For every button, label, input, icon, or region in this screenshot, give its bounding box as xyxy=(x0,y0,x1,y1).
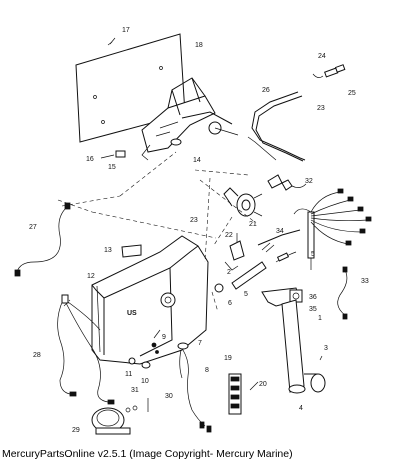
callout-18: 18 xyxy=(195,42,203,49)
callout-12: 12 xyxy=(87,273,95,280)
callout-19: 19 xyxy=(224,355,232,362)
control-label: US xyxy=(127,310,137,317)
lead-wire xyxy=(337,266,348,320)
callout-36: 36 xyxy=(309,294,317,301)
callout-labels: 1 2 3 4 5 5 6 7 8 9 10 11 12 13 14 15 16… xyxy=(29,27,369,434)
bracket xyxy=(121,244,142,258)
ignition-switch xyxy=(223,174,307,217)
grommet xyxy=(177,342,212,433)
callout-32: 32 xyxy=(305,178,313,185)
cable-end xyxy=(312,64,346,78)
callout-27: 27 xyxy=(29,224,37,231)
harness-connector xyxy=(257,229,301,263)
clip xyxy=(100,150,126,159)
shift-mechanism xyxy=(141,77,239,161)
callout-33: 33 xyxy=(361,278,369,285)
terminal-block xyxy=(228,373,259,415)
copyright-caption: MercuryPartsOnline v2.5.1 (Image Copyrig… xyxy=(2,448,293,460)
callout-4: 4 xyxy=(299,405,303,412)
callout-28: 28 xyxy=(33,352,41,359)
wiring-harness xyxy=(293,188,372,270)
neutral-switch xyxy=(224,233,245,271)
callout-34: 34 xyxy=(276,228,284,235)
callout-31: 31 xyxy=(131,387,139,394)
callout-30: 30 xyxy=(165,393,173,400)
callout-5a: 5 xyxy=(244,291,248,298)
callout-23-upper: 23 xyxy=(317,105,325,112)
callout-26: 26 xyxy=(262,87,270,94)
callout-7: 7 xyxy=(198,340,202,347)
callout-14: 14 xyxy=(193,157,201,164)
shift-cable xyxy=(247,91,306,162)
callout-16: 16 xyxy=(86,156,94,163)
callout-35: 35 xyxy=(309,306,317,313)
callout-8: 8 xyxy=(205,367,209,374)
callout-17: 17 xyxy=(122,27,130,34)
callout-5b: 5 xyxy=(311,251,315,258)
callout-22: 22 xyxy=(225,232,233,239)
callout-29: 29 xyxy=(72,427,80,434)
callout-1: 1 xyxy=(318,315,322,322)
callout-3: 3 xyxy=(324,345,328,352)
callout-24: 24 xyxy=(318,53,326,60)
callout-11: 11 xyxy=(125,371,132,378)
callout-6: 6 xyxy=(228,300,232,307)
shift-rod xyxy=(214,261,267,293)
leader-lines xyxy=(57,151,257,313)
callout-21: 21 xyxy=(249,221,257,228)
control-handle xyxy=(261,287,326,394)
callout-20: 20 xyxy=(259,381,267,388)
trim-harness xyxy=(14,202,71,277)
callout-13: 13 xyxy=(104,247,112,254)
fasteners xyxy=(128,329,161,369)
callout-23-lower: 23 xyxy=(190,217,198,224)
callout-9: 9 xyxy=(162,334,166,341)
trim-indicator xyxy=(91,398,149,435)
callout-10: 10 xyxy=(141,378,149,385)
power-harness xyxy=(57,294,115,405)
control-housing: US xyxy=(91,235,209,365)
callout-25: 25 xyxy=(348,90,356,97)
callout-15: 15 xyxy=(108,164,116,171)
callout-2: 2 xyxy=(227,269,231,276)
